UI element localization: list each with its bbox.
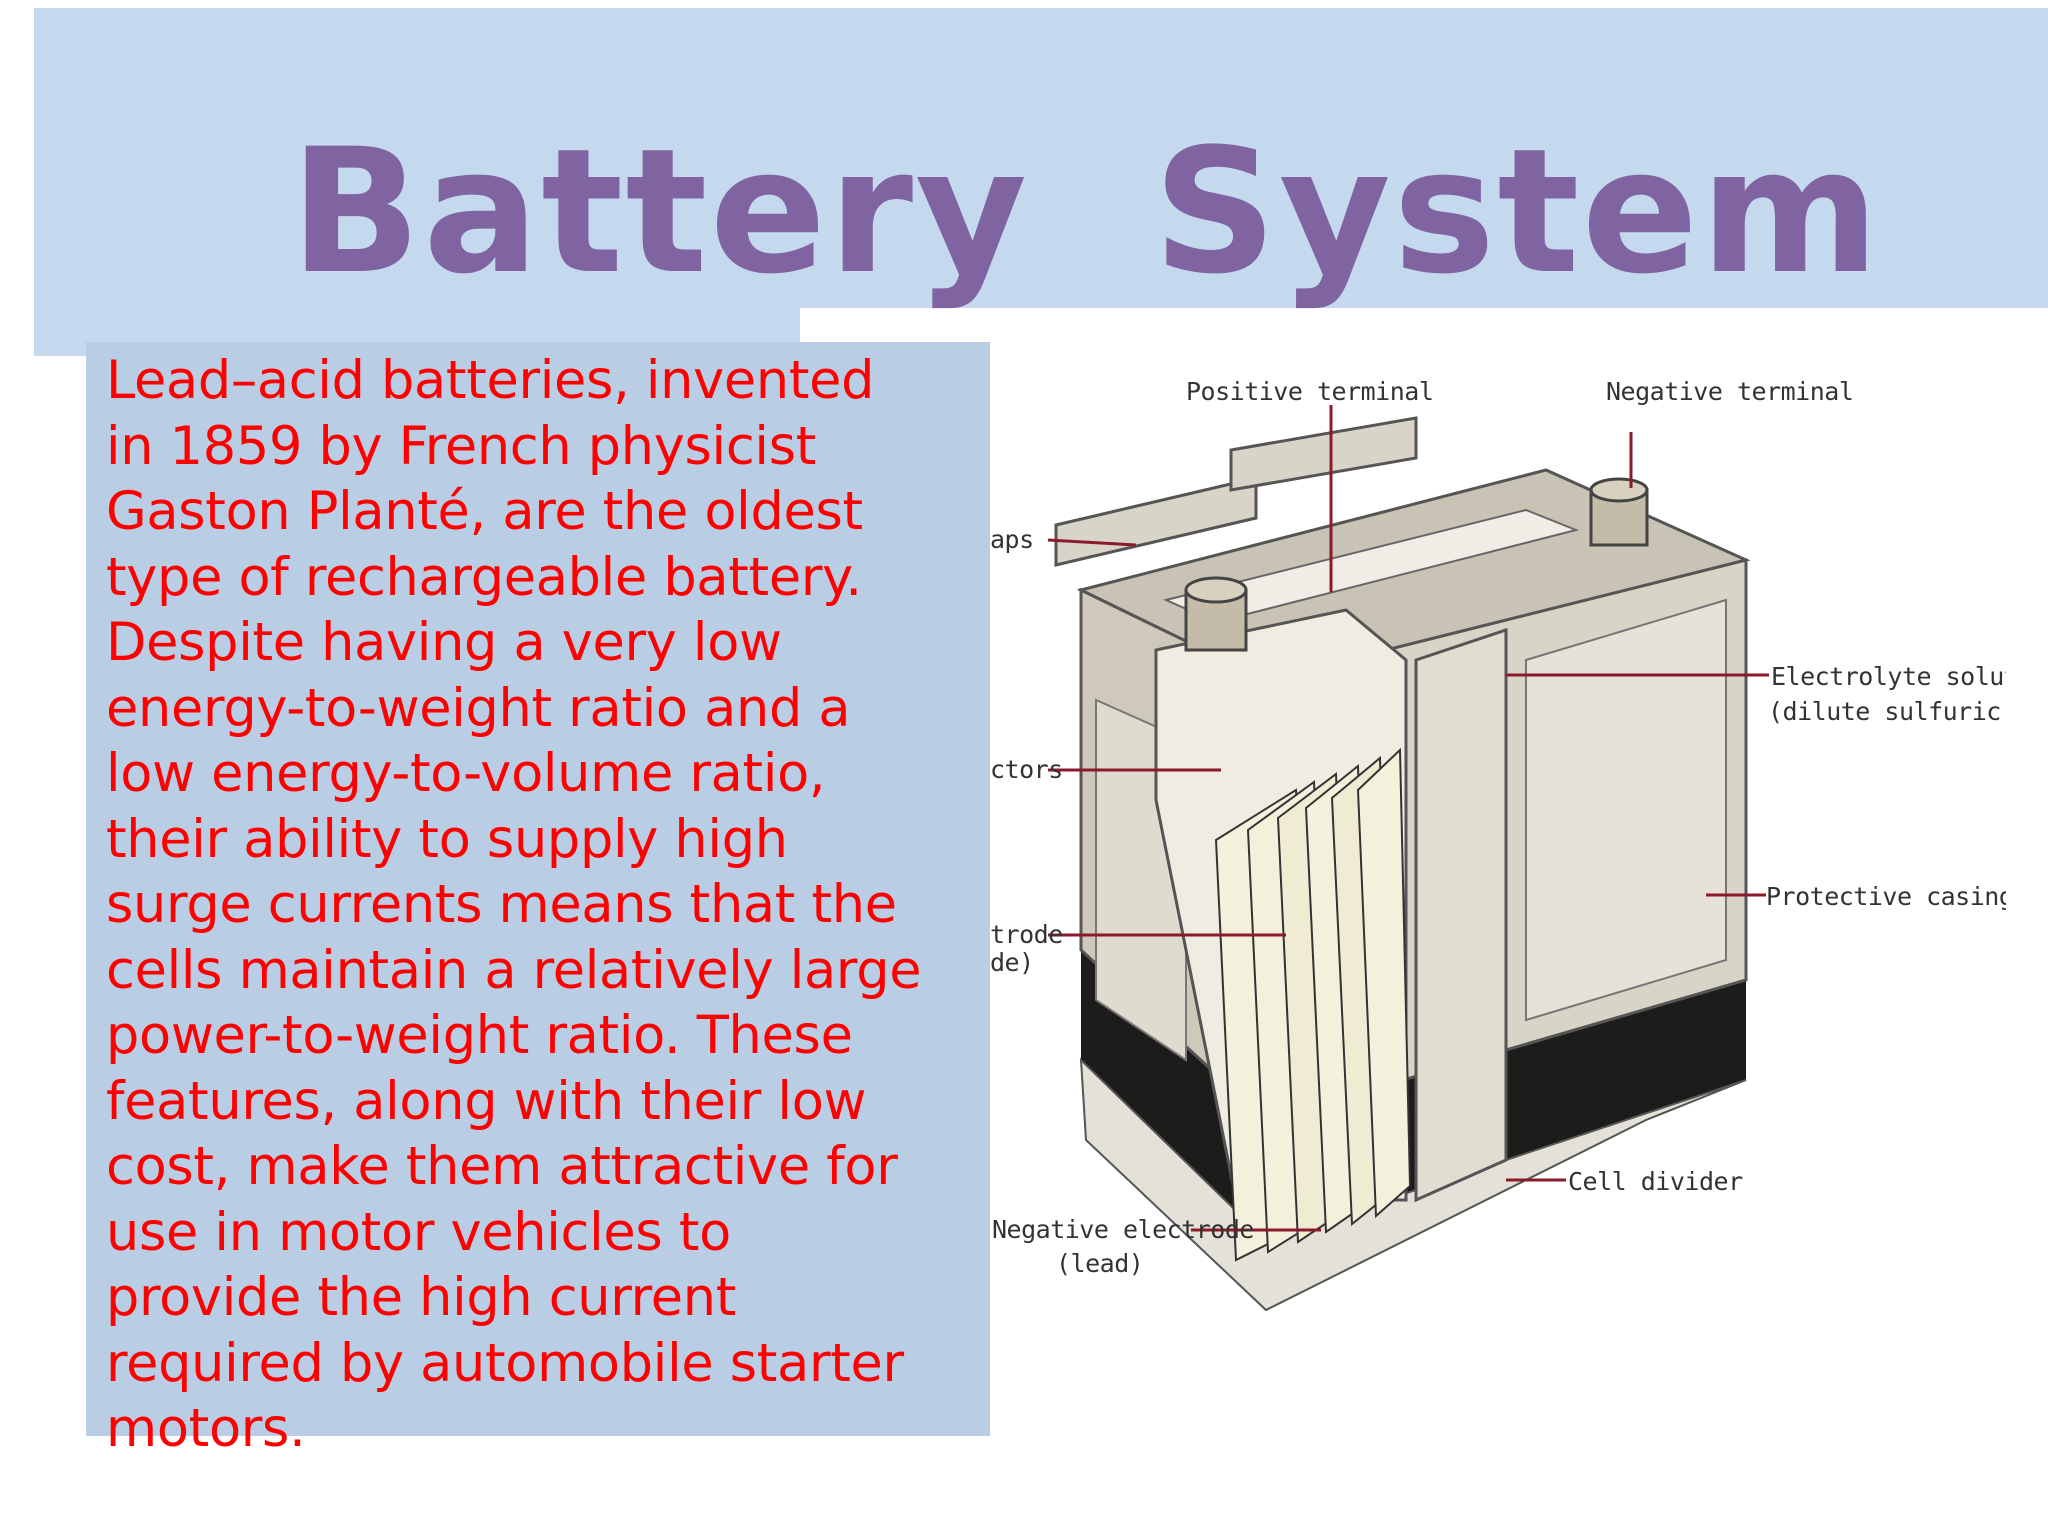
label-negative-electrode-line1: Negative electrode [992,1215,1254,1244]
body-text: Lead–acid batteries, invented in 1859 by… [106,350,922,1459]
title-band [34,8,2048,356]
cap-bar-right [1229,416,1418,492]
cell-divider [1414,627,1508,1203]
label-electrode-line2: de) [990,948,1034,977]
label-cell-divider: Cell divider [1568,1167,1743,1196]
negative-terminal [1589,477,1649,547]
casing-right-panel [1525,598,1727,1022]
battery-diagram: Positive terminal Negative terminal aps … [990,377,2006,1312]
slide-title: Battery System [290,111,1882,312]
leader-lines [1047,405,1769,1232]
label-connectors: ctors [990,755,1063,784]
label-positive-terminal: Positive terminal [1186,377,1433,406]
label-caps: aps [990,525,1034,554]
label-negative-terminal: Negative terminal [1606,377,1853,406]
label-protective-casing: Protective casing [1766,882,2006,911]
label-electrolyte-line1: Electrolyte solution [1771,662,2006,691]
label-negative-electrode-line2: (lead) [1056,1249,1143,1278]
text-box [86,342,990,1436]
label-electrolyte-line2: (dilute sulfuric acid) [1768,697,2006,726]
label-electrode-line1: trode [990,920,1063,949]
electrode-plates [1214,747,1412,1262]
positive-terminal [1184,576,1248,652]
